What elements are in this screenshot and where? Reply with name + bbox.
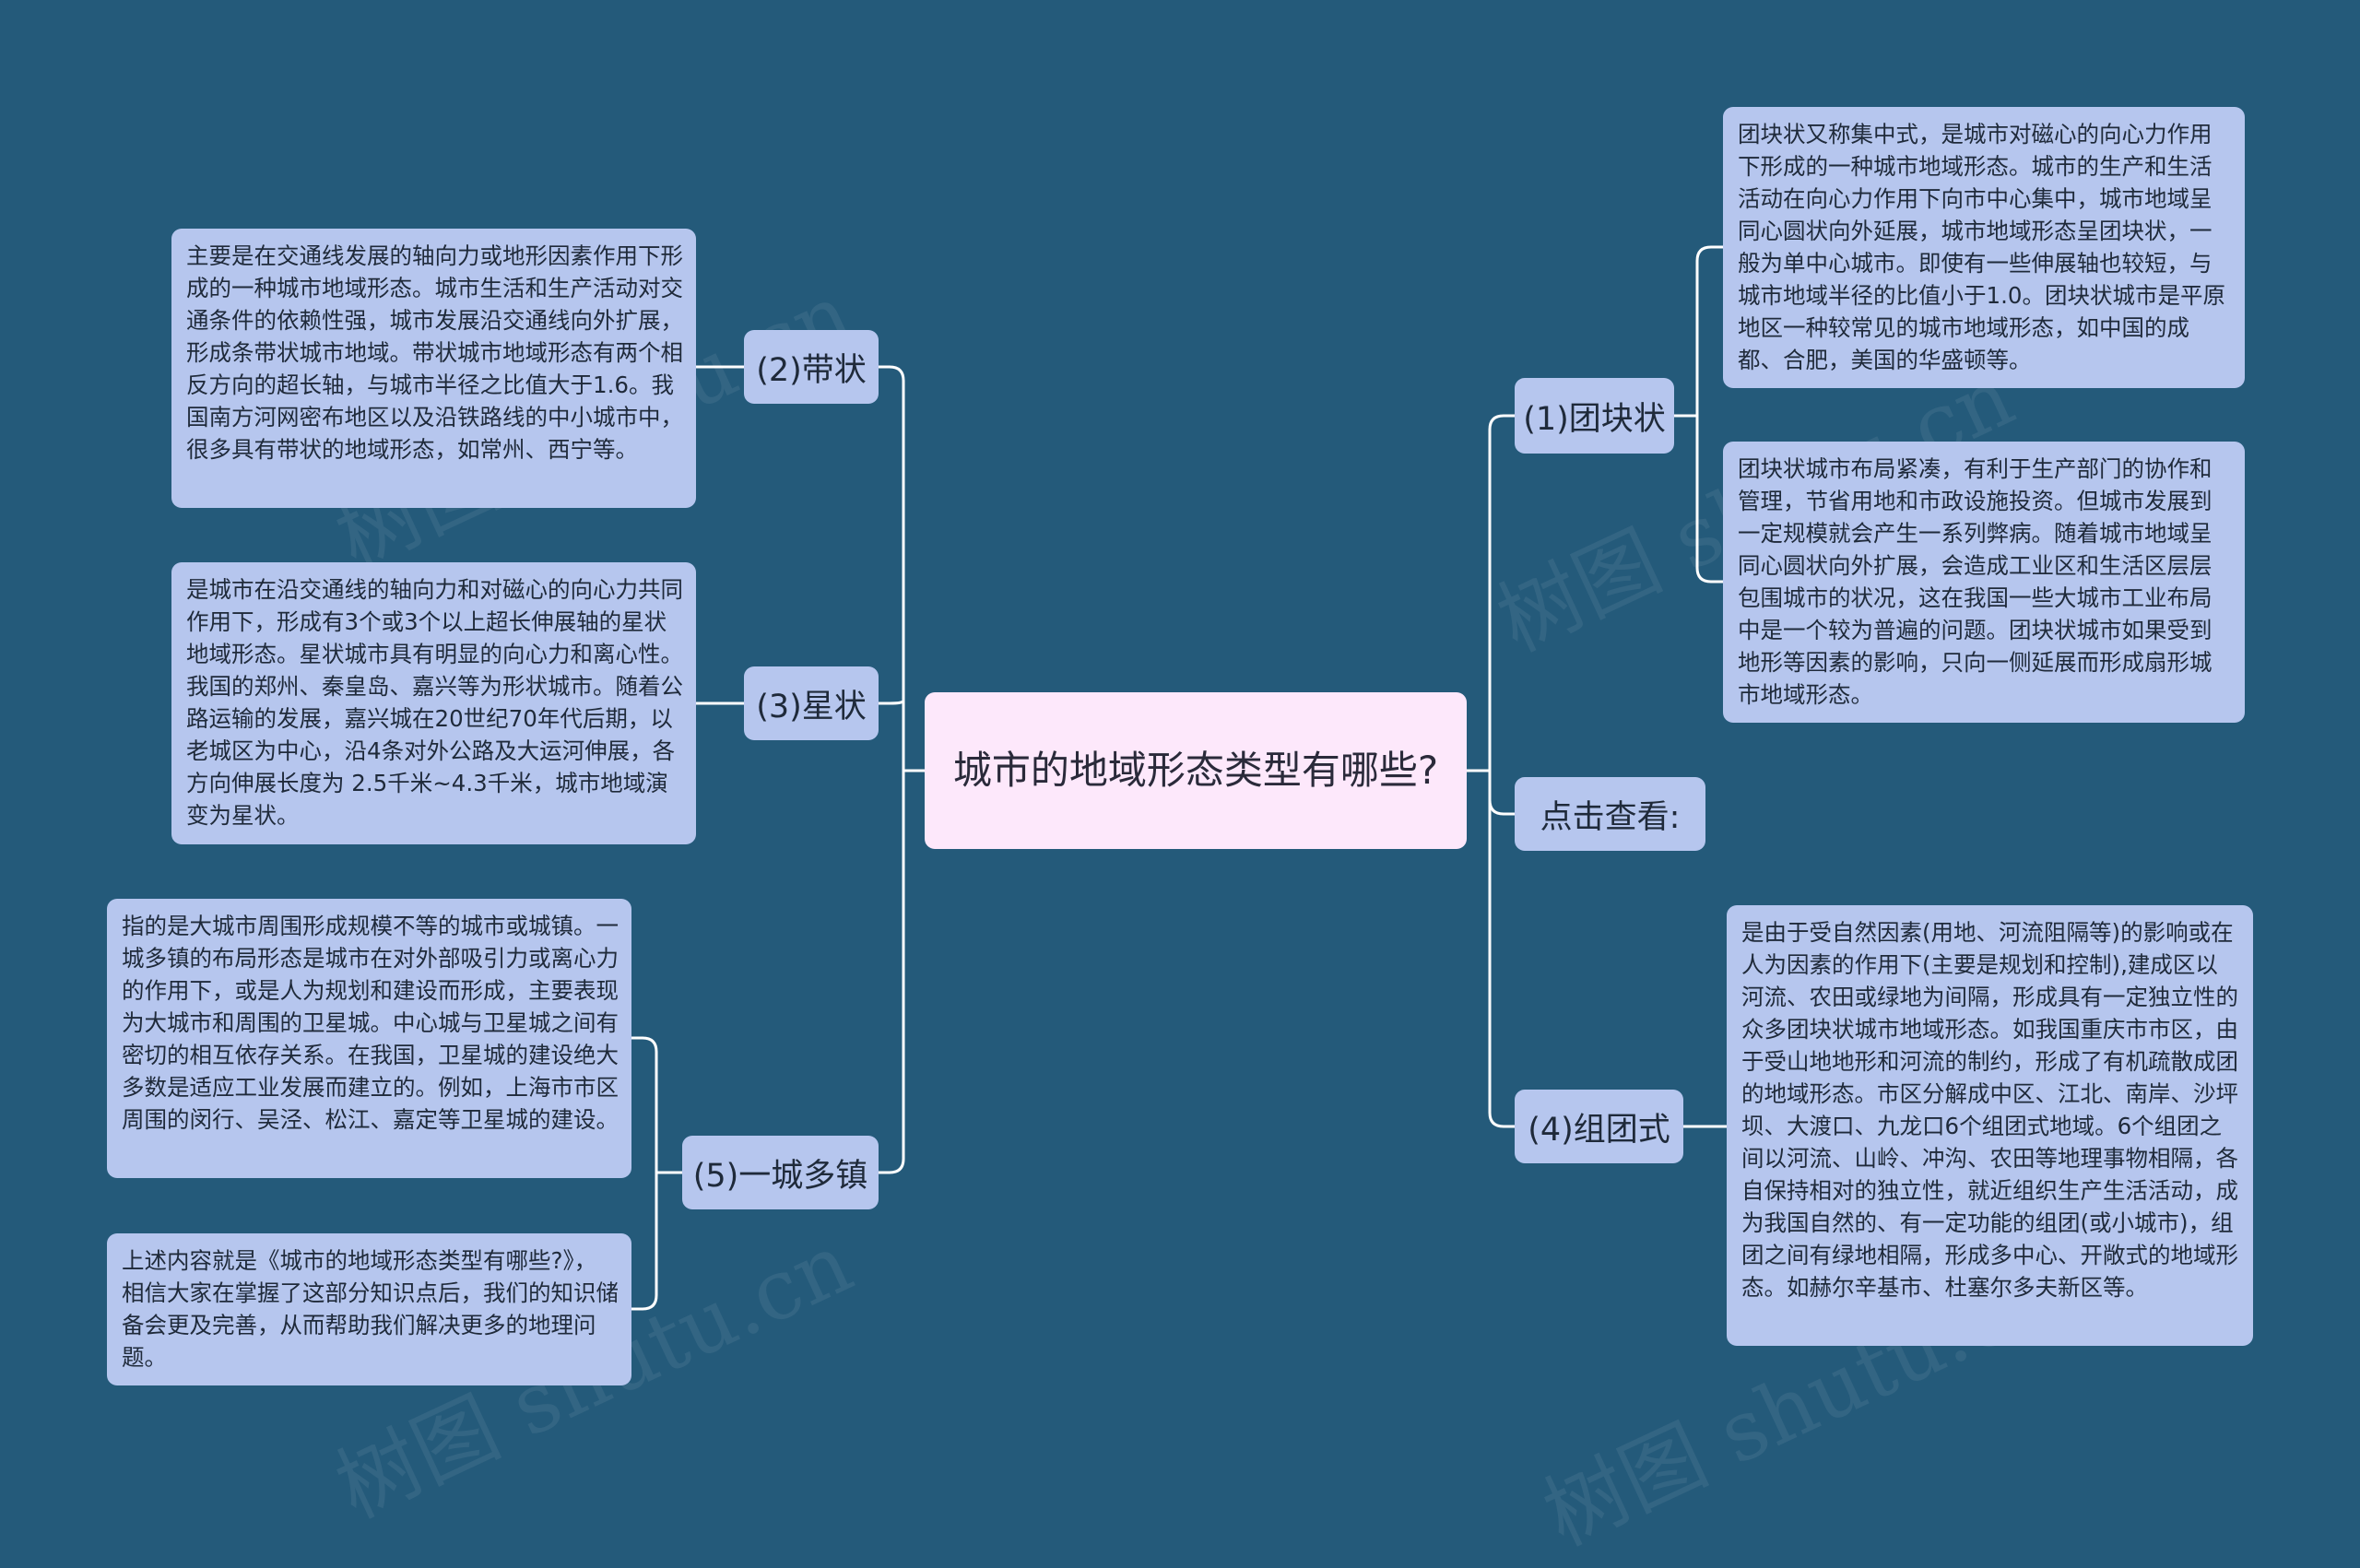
branch-label: (2)带状 (756, 351, 867, 389)
leaf-text: 上述内容就是《城市的地域形态类型有哪些?》，相信大家在掌握了这部分知识点后，我们… (122, 1247, 619, 1371)
leaf-text: 指的是大城市周围形成规模不等的城市或城镇。一城多镇的布局形态是城市在对外部吸引力… (122, 913, 619, 1133)
branch-click-view[interactable]: 点击查看: (1515, 777, 1705, 851)
branch-label: (3)星状 (756, 688, 867, 725)
branch-zutuan[interactable]: (4)组团式 (1515, 1090, 1683, 1163)
branch-label: (4)组团式 (1528, 1111, 1670, 1149)
leaf-zutuan-definition[interactable]: 是由于受自然因素(用地、河流阻隔等)的影响或在人为因素的作用下(主要是规划和控制… (1727, 905, 2253, 1346)
leaf-yichengduozhen-definition[interactable]: 指的是大城市周围形成规模不等的城市或城镇。一城多镇的布局形态是城市在对外部吸引力… (107, 899, 631, 1178)
leaf-text: 团块状城市布局紧凑，有利于生产部门的协作和管理，节省用地和市政设施投资。但城市发… (1738, 455, 2212, 708)
branch-daizhuang[interactable]: (2)带状 (744, 330, 879, 404)
branch-xingzhuang[interactable]: (3)星状 (744, 666, 879, 740)
branch-tuankuai[interactable]: (1)团块状 (1515, 378, 1674, 454)
branch-label: (1)团块状 (1523, 400, 1666, 438)
leaf-summary[interactable]: 上述内容就是《城市的地域形态类型有哪些?》，相信大家在掌握了这部分知识点后，我们… (107, 1233, 631, 1385)
branch-label: 点击查看: (1540, 798, 1681, 836)
leaf-text: 主要是在交通线发展的轴向力或地形因素作用下形成的一种城市地域形态。城市生活和生产… (186, 242, 683, 463)
leaf-tuankuai-issues[interactable]: 团块状城市布局紧凑，有利于生产部门的协作和管理，节省用地和市政设施投资。但城市发… (1723, 442, 2245, 723)
leaf-text: 是由于受自然因素(用地、河流阻隔等)的影响或在人为因素的作用下(主要是规划和控制… (1741, 919, 2238, 1301)
root-title: 城市的地域形态类型有哪些? (952, 748, 1439, 793)
leaf-text: 是城市在沿交通线的轴向力和对磁心的向心力共同作用下，形成有3个或3个以上超长伸展… (186, 576, 683, 829)
branch-yichengduozhen[interactable]: (5)一城多镇 (682, 1136, 879, 1209)
leaf-daizhuang-definition[interactable]: 主要是在交通线发展的轴向力或地形因素作用下形成的一种城市地域形态。城市生活和生产… (171, 229, 696, 508)
leaf-text: 团块状又称集中式，是城市对磁心的向心力作用下形成的一种城市地域形态。城市的生产和… (1738, 121, 2225, 373)
branch-label: (5)一城多镇 (692, 1157, 868, 1195)
leaf-tuankuai-definition[interactable]: 团块状又称集中式，是城市对磁心的向心力作用下形成的一种城市地域形态。城市的生产和… (1723, 107, 2245, 388)
leaf-xingzhuang-definition[interactable]: 是城市在沿交通线的轴向力和对磁心的向心力共同作用下，形成有3个或3个以上超长伸展… (171, 562, 696, 844)
root-topic[interactable]: 城市的地域形态类型有哪些? (925, 692, 1467, 849)
